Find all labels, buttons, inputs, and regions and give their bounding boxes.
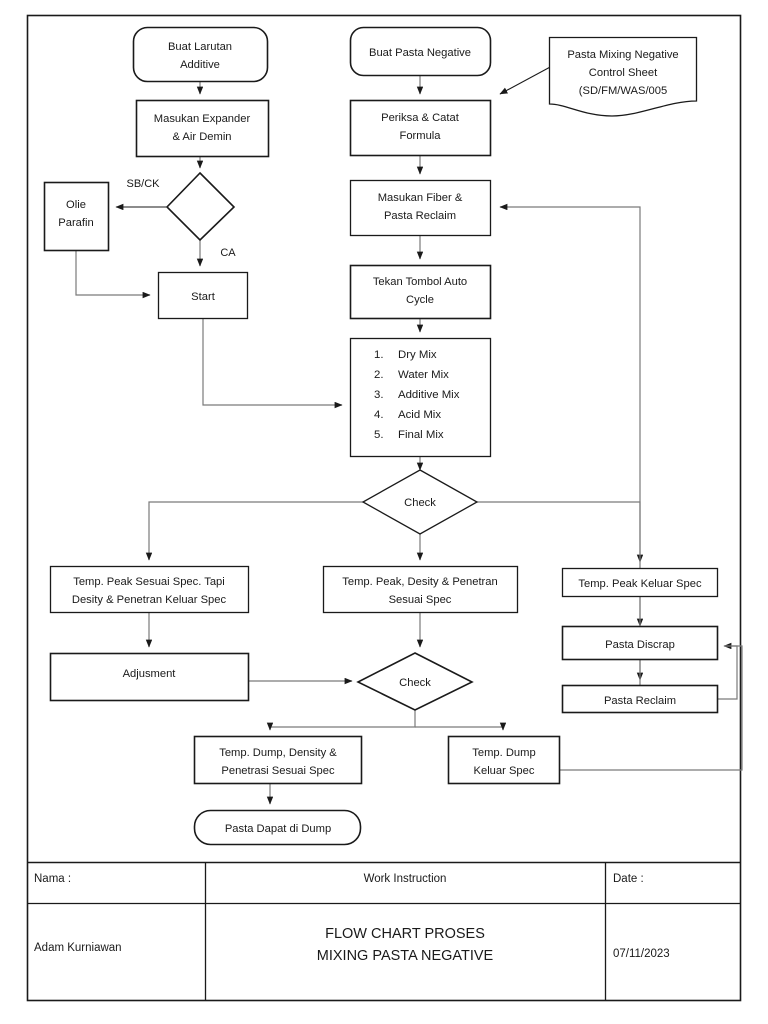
node-control-sheet-line2: Control Sheet	[589, 67, 658, 79]
node-masukan-expander-line2: & Air Demin	[172, 131, 231, 143]
mix-item-num-5: 5.	[374, 429, 384, 441]
node-pasta-reclaim[interactable]	[561, 684, 719, 714]
node-periksa-line1: Periksa & Catat	[381, 112, 460, 124]
node-buat-larutan-additive[interactable]	[132, 26, 269, 83]
edge-label-sbck: SB/CK	[126, 178, 160, 190]
node-pasta-dapat-di-dump[interactable]	[193, 809, 362, 846]
mix-item-num-4: 4.	[374, 409, 384, 421]
titleblock-value-nama: Adam Kurniawan	[34, 942, 122, 954]
node-peak-desity-line2: Sesuai Spec	[389, 594, 452, 606]
node-dump-sesuai-line2: Penetrasi Sesuai Spec	[221, 765, 335, 777]
node-buat-pasta-negative[interactable]	[349, 26, 492, 77]
node-masukan-expander-line1: Masukan Expander	[154, 113, 251, 125]
mix-item-num-1: 1.	[374, 349, 384, 361]
edge-olie-to-start	[75, 250, 151, 299]
node-check-1[interactable]	[361, 469, 479, 535]
node-start-label: Start	[191, 291, 216, 303]
node-adjusment-label: Adjusment	[123, 668, 177, 680]
node-adjusment[interactable]	[49, 652, 250, 702]
node-control-sheet-line3: (SD/FM/WAS/005	[579, 85, 667, 97]
mix-item-label-4: Acid Mix	[398, 409, 441, 421]
titleblock-value-title-line1: FLOW CHART PROSES	[325, 926, 485, 942]
node-peak-sesuai-line2: Desity & Penetran Keluar Spec	[72, 594, 227, 606]
node-decision-sbck-ca[interactable]	[165, 171, 236, 242]
node-periksa-line2: Formula	[399, 130, 441, 142]
titleblock-header-date: Date :	[613, 873, 644, 885]
titleblock-value-date: 07/11/2023	[613, 948, 670, 960]
node-peak-keluar-label: Temp. Peak Keluar Spec	[578, 578, 702, 590]
node-pasta-reclaim-label: Pasta Reclaim	[604, 695, 676, 707]
node-masukan-fiber-pasta-reclaim[interactable]	[349, 179, 492, 237]
node-olie-parafin-line2: Parafin	[58, 217, 93, 229]
node-temp-dump-density-sesuai[interactable]	[193, 735, 363, 785]
mix-item-num-3: 3.	[374, 389, 384, 401]
node-masukan-expander[interactable]	[135, 99, 270, 158]
mix-item-label-3: Additive Mix	[398, 389, 460, 401]
node-temp-dump-keluar-spec[interactable]	[447, 735, 561, 785]
node-check-2-label: Check	[399, 677, 431, 689]
node-control-sheet-line1: Pasta Mixing Negative	[567, 49, 678, 61]
titleblock-header-nama: Nama :	[34, 873, 71, 885]
mix-item-num-2: 2.	[374, 369, 384, 381]
node-check-1-label: Check	[404, 497, 436, 509]
node-buat-pasta-negative-label: Buat Pasta Negative	[369, 47, 471, 59]
node-dump-keluar-line2: Keluar Spec	[474, 765, 535, 777]
edge-reclaim-to-fiber-loop	[499, 203, 641, 712]
node-control-sheet[interactable]	[548, 36, 698, 117]
node-olie-parafin-line1: Olie	[66, 199, 86, 211]
node-tekan-tombol-auto-cycle[interactable]	[349, 264, 492, 320]
node-start[interactable]	[157, 271, 249, 320]
node-dump-sesuai-line1: Temp. Dump, Density &	[219, 747, 337, 759]
node-mix-list[interactable]	[349, 337, 492, 458]
title-block: Nama : Work Instruction Date : Adam Kurn…	[27, 861, 741, 1001]
node-tekan-tombol-line1: Tekan Tombol Auto	[373, 276, 467, 288]
node-dump-keluar-line1: Temp. Dump	[472, 747, 535, 759]
node-check-2[interactable]	[356, 652, 474, 711]
mix-item-label-2: Water Mix	[398, 369, 449, 381]
edge-check2-to-dumpkeluar	[415, 722, 507, 731]
titleblock-header-work-instruction: Work Instruction	[364, 873, 447, 885]
edge-dumpkeluar-to-discrap-loop	[560, 645, 743, 771]
node-olie-parafin[interactable]	[43, 181, 110, 252]
node-temp-peak-keluar-spec[interactable]	[561, 567, 719, 598]
node-pasta-discrap[interactable]	[561, 625, 719, 661]
node-periksa-catat-formula[interactable]	[349, 99, 492, 157]
edge-check1-to-left	[145, 501, 363, 561]
node-peak-desity-line1: Temp. Peak, Desity & Penetran	[342, 576, 497, 588]
node-pasta-discrap-label: Pasta Discrap	[605, 639, 675, 651]
titleblock-value-title-line2: MIXING PASTA NEGATIVE	[317, 948, 494, 964]
node-tekan-tombol-line2: Cycle	[406, 294, 434, 306]
mix-item-label-5: Final Mix	[398, 429, 444, 441]
edge-check2-to-dumpsesuai	[266, 710, 416, 731]
node-masukan-fiber-line1: Masukan Fiber &	[378, 192, 463, 204]
edge-start-to-mixlist	[202, 318, 343, 409]
node-temp-peak-sesuai-tapi[interactable]	[49, 565, 250, 614]
node-temp-peak-desity-penetran[interactable]	[322, 565, 519, 614]
node-pasta-dapat-dump-label: Pasta Dapat di Dump	[225, 823, 331, 835]
node-buat-larutan-line1: Buat Larutan	[168, 41, 232, 53]
mix-list-items: 1. Dry Mix 2. Water Mix 3. Additive Mix …	[374, 349, 460, 441]
node-peak-sesuai-line1: Temp. Peak Sesuai Spec. Tapi	[73, 576, 225, 588]
mix-item-label-1: Dry Mix	[398, 349, 437, 361]
edge-label-ca: CA	[220, 247, 236, 259]
node-masukan-fiber-line2: Pasta Reclaim	[384, 210, 456, 222]
node-buat-larutan-line2: Additive	[180, 59, 220, 71]
